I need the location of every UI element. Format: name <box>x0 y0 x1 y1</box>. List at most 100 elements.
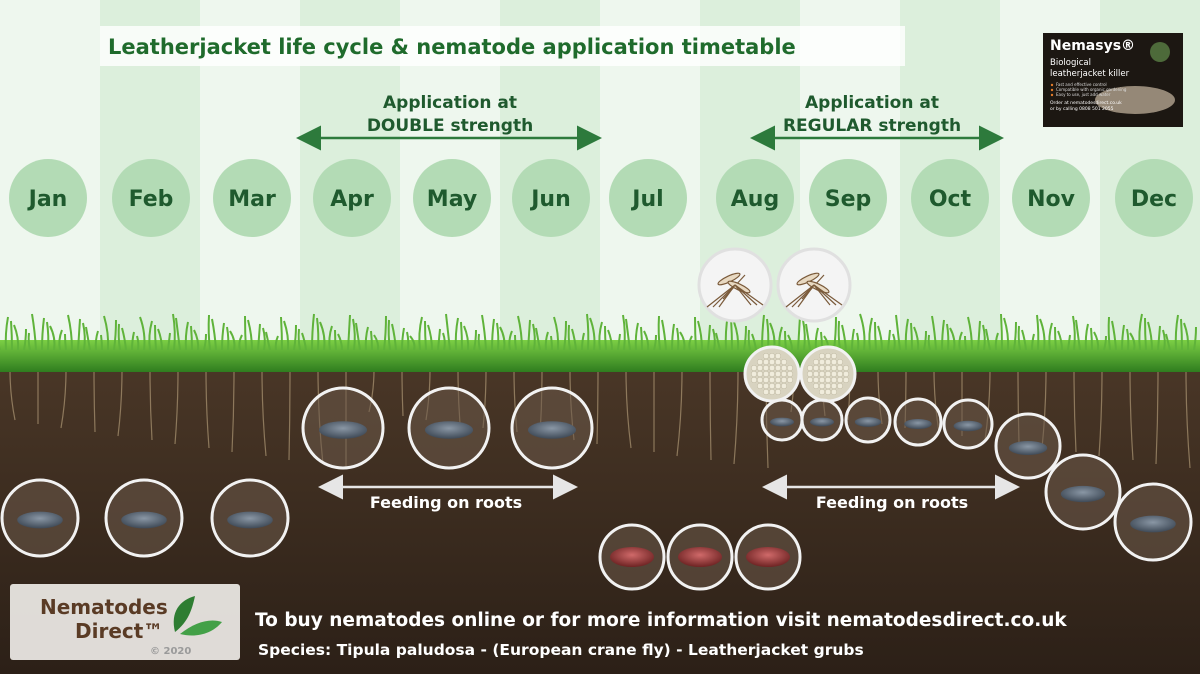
grass-blade <box>352 318 356 351</box>
egg <box>762 358 770 366</box>
egg <box>818 352 826 360</box>
pupa-icon <box>746 547 790 567</box>
egg <box>774 358 782 366</box>
grass-blade <box>730 317 733 351</box>
grass-blade <box>262 327 266 351</box>
grub-icon <box>528 421 576 439</box>
grass-blade <box>715 332 721 351</box>
logo-copyright: © 2020 <box>150 646 191 657</box>
grass-blade <box>1084 323 1089 351</box>
grass-blade <box>1000 313 1003 351</box>
regular-label-line1: Application at <box>805 93 939 113</box>
pupae <box>598 523 802 591</box>
month-label-jan: Jan <box>27 187 68 212</box>
egg <box>818 370 826 378</box>
product-brand: Nemasys® <box>1050 38 1135 54</box>
egg <box>756 382 764 390</box>
product-desc-1: Biological <box>1050 58 1091 68</box>
month-label-sep: Sep <box>825 187 872 212</box>
double-label-line2: DOUBLE strength <box>367 116 533 136</box>
grass-blade <box>1111 320 1117 351</box>
egg <box>768 382 776 390</box>
leaf-icon <box>173 596 195 632</box>
month-label-oct: Oct <box>929 187 972 212</box>
grass-blade <box>1036 314 1040 351</box>
egg-clusters <box>743 345 857 403</box>
grass-blade <box>49 325 56 351</box>
grass-blade <box>190 325 193 351</box>
grass-blade <box>355 322 361 351</box>
grass-blade <box>1138 313 1143 351</box>
grass-blade <box>77 318 81 351</box>
egg <box>786 364 794 372</box>
grass-blade <box>856 332 860 351</box>
grass-blade <box>473 329 477 351</box>
grass-blade <box>640 326 643 351</box>
root <box>1129 369 1134 461</box>
egg <box>824 382 832 390</box>
egg <box>756 376 764 384</box>
egg <box>806 364 814 372</box>
grass-blade <box>491 318 495 351</box>
grass-blade <box>1054 326 1057 351</box>
grass-blade <box>553 316 560 351</box>
grass-blade <box>4 316 9 351</box>
egg <box>812 376 820 384</box>
grass-blade <box>1144 317 1147 351</box>
footer-line2: Species: Tipula paludosa - (European cra… <box>258 641 864 659</box>
grass-blade <box>874 321 877 351</box>
egg <box>768 352 776 360</box>
grub-icon <box>1060 485 1106 503</box>
title-background <box>100 26 905 66</box>
root <box>174 369 179 445</box>
egg <box>818 364 826 372</box>
grass-blade <box>274 335 279 351</box>
grass-blade <box>837 320 841 351</box>
grass-blade <box>904 318 909 351</box>
grass-blade <box>527 319 531 351</box>
month-circle <box>609 159 687 237</box>
grub-icon <box>953 420 983 432</box>
grass-blade <box>1162 329 1166 351</box>
grass-blade <box>958 331 963 351</box>
grass-blade <box>567 324 571 351</box>
month-circle <box>313 159 391 237</box>
grass-blade <box>1103 335 1107 351</box>
grub-icon <box>121 511 167 529</box>
grass-blade <box>401 327 405 351</box>
grass-blade <box>661 319 667 351</box>
egg <box>830 382 838 390</box>
root <box>60 369 67 429</box>
root <box>709 369 712 461</box>
grass-blade <box>977 320 981 351</box>
month-circle <box>911 159 989 237</box>
root <box>1155 369 1159 465</box>
grass-blade <box>172 313 176 351</box>
grass-blade <box>859 313 866 351</box>
egg <box>830 370 838 378</box>
root <box>117 369 123 437</box>
egg <box>756 358 764 366</box>
logo-line1: Nematodes <box>40 595 168 619</box>
grass-blade <box>946 323 950 351</box>
grass-blade <box>328 325 333 351</box>
grass-blade <box>94 330 99 351</box>
product-bullet-1: Fast and effective control <box>1056 82 1107 87</box>
egg <box>806 376 814 384</box>
grass-blade <box>203 333 207 351</box>
egg <box>812 358 820 366</box>
root <box>9 369 16 421</box>
grass-blade <box>280 316 283 351</box>
egg <box>774 352 782 360</box>
egg <box>806 370 814 378</box>
root <box>401 369 404 417</box>
grass-blade <box>424 320 427 351</box>
grass-blade <box>743 325 747 351</box>
grass-blade <box>1193 326 1197 351</box>
grub-icon <box>425 421 473 439</box>
egg <box>824 364 832 372</box>
month-circle <box>1012 159 1090 237</box>
grass-blade <box>805 323 811 351</box>
